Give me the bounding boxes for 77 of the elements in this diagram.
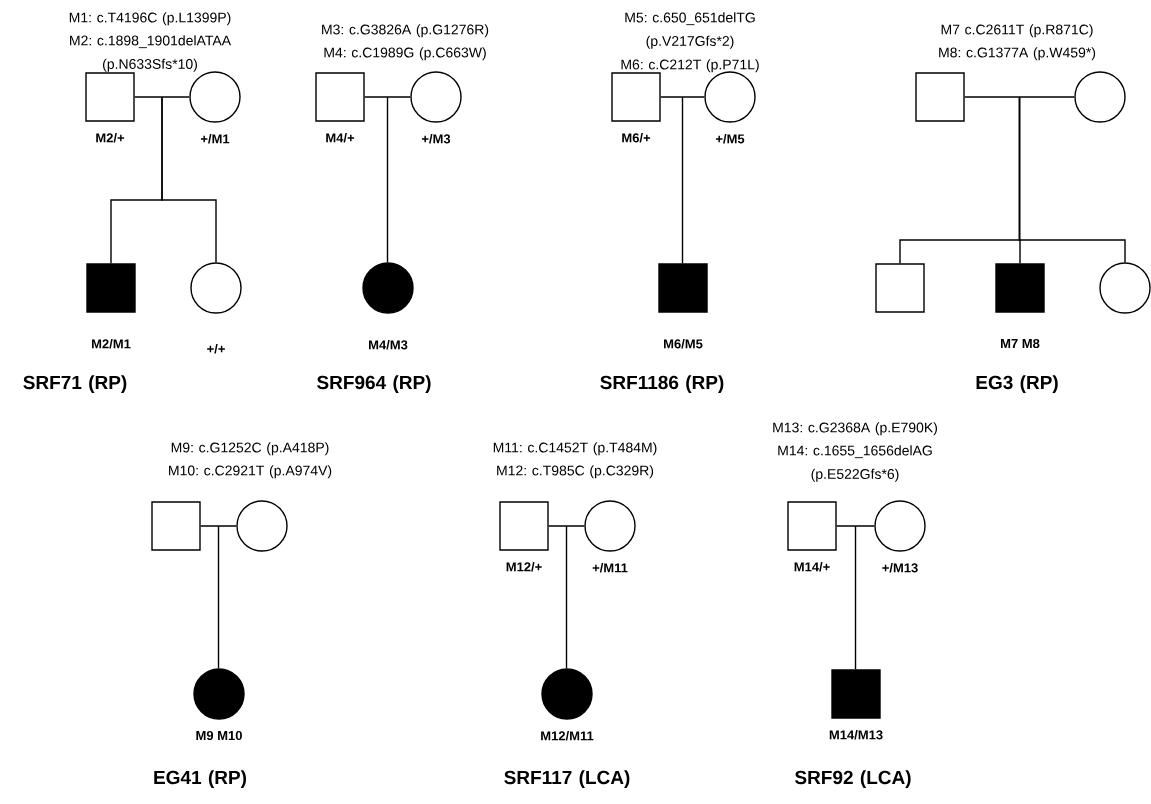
- mutation-label: M6: c.C212T (p.P71L): [621, 59, 759, 73]
- family-title: EG41 (RP): [154, 770, 247, 788]
- mutation-label: M14: c.1655_1656delAG (p.E522Gfs*6): [778, 445, 932, 482]
- marriage-line: [548, 525, 585, 527]
- family-title: EG3 (RP): [976, 375, 1058, 393]
- circle-symbol: [362, 262, 414, 314]
- mutation-label: M4: c.C1989G (p.C663W): [324, 47, 486, 61]
- family-title: SRF964 (RP): [317, 375, 431, 393]
- square-symbol: [875, 263, 925, 313]
- genotype-label: +/M3: [421, 133, 451, 144]
- square-symbol: [315, 72, 365, 122]
- genotype-label: M4/+: [326, 132, 355, 143]
- marriage-line: [660, 96, 705, 98]
- genotype-label: +/M1: [200, 133, 230, 144]
- circle-symbol: [410, 71, 462, 123]
- square-symbol: [86, 263, 136, 313]
- genotype-label: M12/M11: [541, 730, 594, 741]
- genotype-label: M6/M5: [664, 338, 703, 349]
- mutation-label: M7 c.C2611T (p.R871C): [941, 24, 1093, 38]
- square-symbol: [151, 501, 201, 551]
- family-title: SRF117 (LCA): [504, 770, 630, 788]
- genotype-label: M6/+: [622, 132, 651, 143]
- genotype-label: M4/M3: [369, 339, 408, 350]
- square-symbol: [831, 669, 881, 719]
- genotype-label: M2/M1: [92, 338, 131, 349]
- square-symbol: [658, 263, 708, 313]
- descent-line: [854, 525, 857, 670]
- mutation-label: M13: c.G2368A (p.E790K): [773, 422, 937, 436]
- mutation-label: M10: c.C2921T (p.A974V): [169, 465, 332, 479]
- genotype-label: M14/+: [794, 561, 830, 572]
- square-symbol: [995, 263, 1045, 313]
- circle-symbol: [1099, 262, 1151, 314]
- circle-symbol: [704, 71, 756, 123]
- circle-symbol: [541, 668, 593, 720]
- marriage-line: [836, 525, 875, 527]
- descent-line: [161, 96, 217, 263]
- square-symbol: [85, 72, 135, 122]
- circle-symbol: [874, 500, 926, 552]
- circle-symbol: [236, 500, 288, 552]
- descent-line: [681, 96, 684, 264]
- mutation-label: M1: c.T4196C (p.L1399P): [69, 12, 231, 26]
- descent-line: [565, 525, 568, 669]
- mutation-label: M5: c.650_651delTG (p.V217Gfs*2): [625, 12, 755, 49]
- circle-symbol: [190, 262, 242, 314]
- genotype-label: +/M11: [592, 562, 628, 573]
- circle-symbol: [189, 71, 241, 123]
- descent-line: [386, 96, 389, 263]
- marriage-line: [964, 96, 1075, 98]
- circle-symbol: [1074, 71, 1126, 123]
- mutation-label: M9: c.G1252C (p.A418P): [171, 442, 329, 456]
- square-symbol: [499, 501, 549, 551]
- descent-line: [1018, 96, 1126, 263]
- mutation-label: M2: c.1898_1901delATAA (p.N633Sfs*10): [70, 35, 232, 72]
- square-symbol: [915, 72, 965, 122]
- mutation-label: M8: c.G1377A (p.W459*): [939, 47, 1096, 61]
- square-symbol: [787, 501, 837, 551]
- genotype-label: M7 M8: [1001, 338, 1040, 349]
- mutation-label: M3: c.G3826A (p.G1276R): [322, 24, 489, 38]
- genotype-label: M12/+: [506, 561, 542, 572]
- circle-symbol: [193, 668, 245, 720]
- genotype-label: M2/+: [96, 132, 125, 143]
- family-title: SRF71 (RP): [23, 375, 127, 393]
- marriage-line: [200, 525, 237, 527]
- genotype-label: +/+: [207, 343, 225, 354]
- genotype-label: M9 M10: [196, 730, 242, 741]
- square-symbol: [611, 72, 661, 122]
- genotype-label: +/M13: [882, 562, 918, 573]
- circle-symbol: [584, 500, 636, 552]
- mutation-label: M12: c.T985C (p.C329R): [497, 465, 654, 479]
- marriage-line: [364, 96, 411, 98]
- family-title: SRF92 (LCA): [794, 770, 911, 788]
- family-title: SRF1186 (RP): [600, 375, 724, 393]
- marriage-line: [134, 96, 190, 98]
- mutation-label: M11: c.C1452T (p.T484M): [493, 442, 657, 456]
- genotype-label: M14/M13: [829, 729, 883, 740]
- descent-line: [217, 525, 220, 669]
- genotype-label: +/M5: [715, 133, 745, 144]
